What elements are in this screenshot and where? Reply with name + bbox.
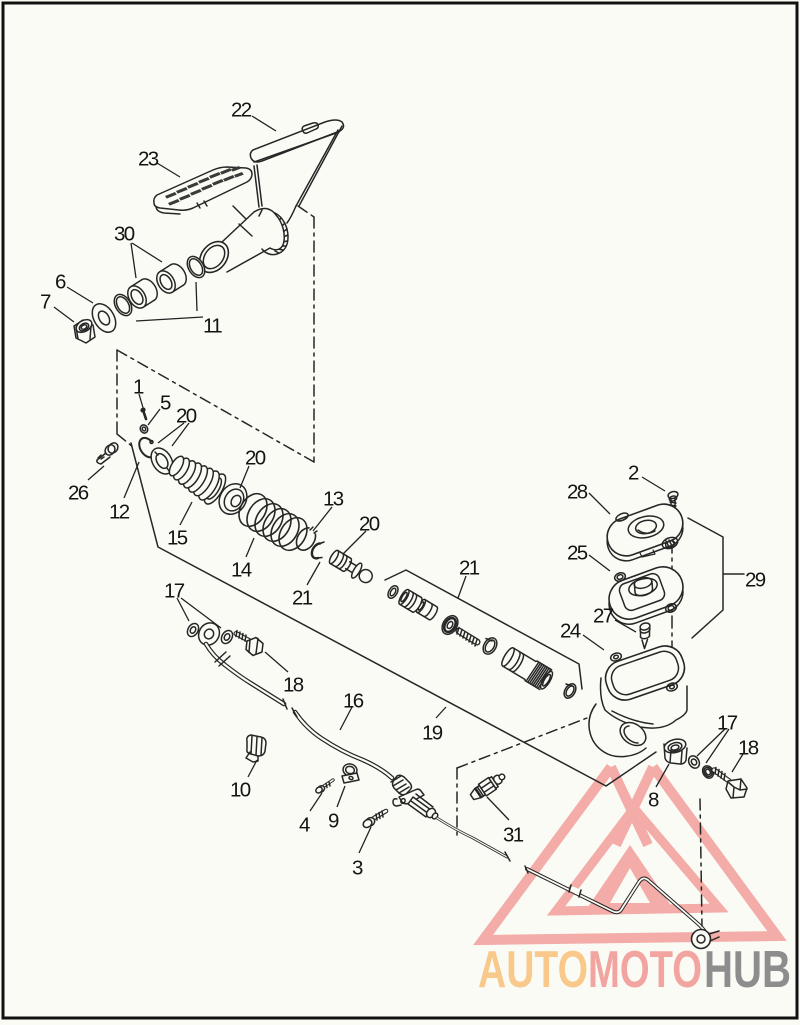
svg-text:17: 17 (717, 712, 738, 735)
svg-text:7: 7 (40, 291, 51, 314)
svg-text:29: 29 (745, 569, 766, 592)
svg-text:23: 23 (138, 148, 159, 171)
svg-text:27: 27 (593, 605, 614, 628)
svg-text:15: 15 (167, 527, 188, 550)
svg-text:30: 30 (114, 223, 135, 246)
svg-text:10: 10 (230, 779, 251, 802)
svg-text:28: 28 (567, 481, 588, 504)
svg-text:1: 1 (133, 376, 144, 399)
svg-text:12: 12 (109, 501, 130, 524)
svg-text:25: 25 (567, 542, 588, 565)
svg-text:HUB: HUB (704, 941, 791, 999)
svg-text:8: 8 (648, 789, 659, 812)
svg-text:2: 2 (628, 462, 639, 485)
svg-text:3: 3 (352, 857, 363, 880)
svg-text:11: 11 (203, 315, 222, 338)
svg-text:19: 19 (422, 722, 443, 745)
svg-text:MOTO: MOTO (588, 941, 702, 999)
svg-text:18: 18 (283, 674, 304, 697)
svg-text:6: 6 (55, 271, 66, 294)
svg-text:14: 14 (231, 559, 252, 582)
svg-text:AUTO: AUTO (478, 941, 588, 999)
svg-text:20: 20 (245, 447, 266, 470)
svg-text:26: 26 (68, 482, 89, 505)
svg-text:24: 24 (560, 620, 581, 643)
svg-text:20: 20 (359, 513, 380, 536)
svg-text:9: 9 (328, 810, 339, 833)
svg-text:22: 22 (231, 99, 252, 122)
svg-text:21: 21 (292, 587, 313, 610)
svg-text:18: 18 (738, 737, 759, 760)
svg-text:31: 31 (503, 824, 524, 847)
svg-text:16: 16 (343, 690, 364, 713)
svg-text:13: 13 (323, 488, 344, 511)
svg-text:21: 21 (459, 557, 480, 580)
svg-text:20: 20 (176, 405, 197, 428)
svg-text:5: 5 (160, 392, 171, 415)
svg-text:17: 17 (164, 580, 185, 603)
svg-text:4: 4 (299, 814, 310, 837)
